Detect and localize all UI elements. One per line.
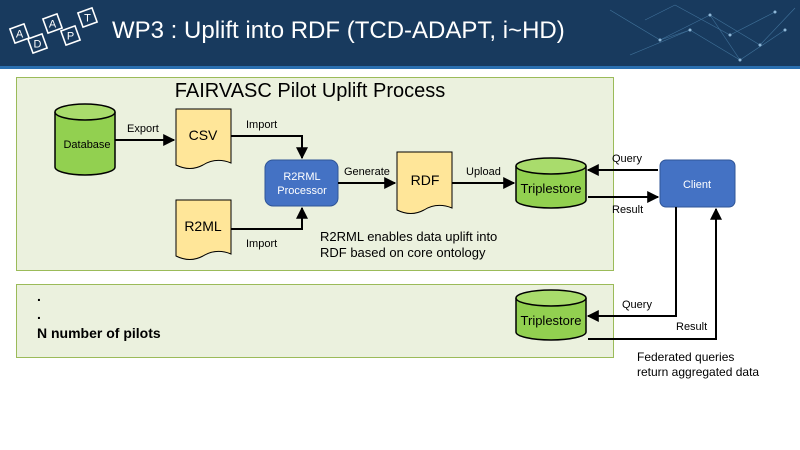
triplestore-n-label: Triplestore bbox=[521, 313, 582, 328]
csv-label: CSV bbox=[189, 127, 218, 143]
upload-label: Upload bbox=[466, 166, 501, 178]
logo-letter-d: D bbox=[34, 39, 42, 51]
r2rml-note: R2RML enables data uplift into RDF based… bbox=[320, 229, 497, 261]
triplestore-cylinder bbox=[515, 157, 587, 209]
slide-title: WP3 : Uplift into RDF (TCD-ADAPT, i~HD) bbox=[112, 17, 565, 44]
result-top-label: Result bbox=[612, 204, 643, 216]
generate-label: Generate bbox=[344, 166, 390, 178]
slide-header: A D A P T WP3 : Uplift into RDF (TCD-ADA… bbox=[0, 0, 800, 66]
client-label: Client bbox=[683, 179, 711, 191]
r2rml-note-line2: RDF based on core ontology bbox=[320, 245, 486, 260]
n-panel-dot-1: . bbox=[37, 288, 41, 304]
n-pilots-label: N number of pilots bbox=[37, 325, 161, 341]
rdf-document-shape bbox=[396, 151, 453, 214]
processor-label-line1: R2RML bbox=[283, 171, 320, 183]
import-r2ml-label: Import bbox=[246, 238, 277, 250]
csv-document-shape bbox=[175, 108, 232, 169]
r2ml-document-shape bbox=[175, 199, 232, 260]
logo-letter-t: T bbox=[84, 13, 91, 25]
triplestore-label: Triplestore bbox=[521, 181, 582, 196]
n-pilots-panel bbox=[16, 284, 614, 358]
database-cylinder bbox=[54, 103, 116, 176]
r2rml-processor-box bbox=[264, 159, 339, 207]
import-csv-label: Import bbox=[246, 119, 277, 131]
query-bottom-label: Query bbox=[622, 299, 652, 311]
network-decoration-graphic bbox=[609, 4, 796, 62]
header-accent-bar bbox=[0, 66, 800, 69]
logo-letter-a1: A bbox=[16, 29, 24, 41]
query-bottom-arrow bbox=[586, 207, 677, 322]
pilot-panel-title: FAIRVASC Pilot Uplift Process bbox=[174, 80, 446, 102]
result-bottom-label: Result bbox=[676, 321, 707, 333]
database-label: Database bbox=[63, 139, 110, 151]
triplestore-n-cylinder bbox=[515, 289, 587, 341]
logo-letter-p: P bbox=[67, 31, 74, 43]
rdf-label: RDF bbox=[411, 172, 440, 188]
federated-note: Federated queries return aggregated data bbox=[637, 350, 759, 380]
query-top-label: Query bbox=[612, 153, 642, 165]
client-box bbox=[659, 159, 736, 208]
r2ml-label: R2ML bbox=[184, 218, 222, 234]
federated-note-line2: return aggregated data bbox=[637, 365, 760, 379]
adapt-logo: A D A P T bbox=[8, 6, 99, 55]
export-label: Export bbox=[127, 123, 159, 135]
result-bottom-arrow bbox=[588, 207, 722, 340]
federated-note-line1: Federated queries bbox=[637, 350, 735, 364]
import-csv-arrow bbox=[231, 135, 308, 160]
import-r2ml-arrow bbox=[231, 206, 308, 230]
r2rml-note-line1: R2RML enables data uplift into bbox=[320, 229, 498, 244]
processor-label-line2: Processor bbox=[277, 185, 327, 197]
n-panel-dot-2: . bbox=[37, 306, 41, 322]
logo-letter-a2: A bbox=[49, 19, 57, 31]
